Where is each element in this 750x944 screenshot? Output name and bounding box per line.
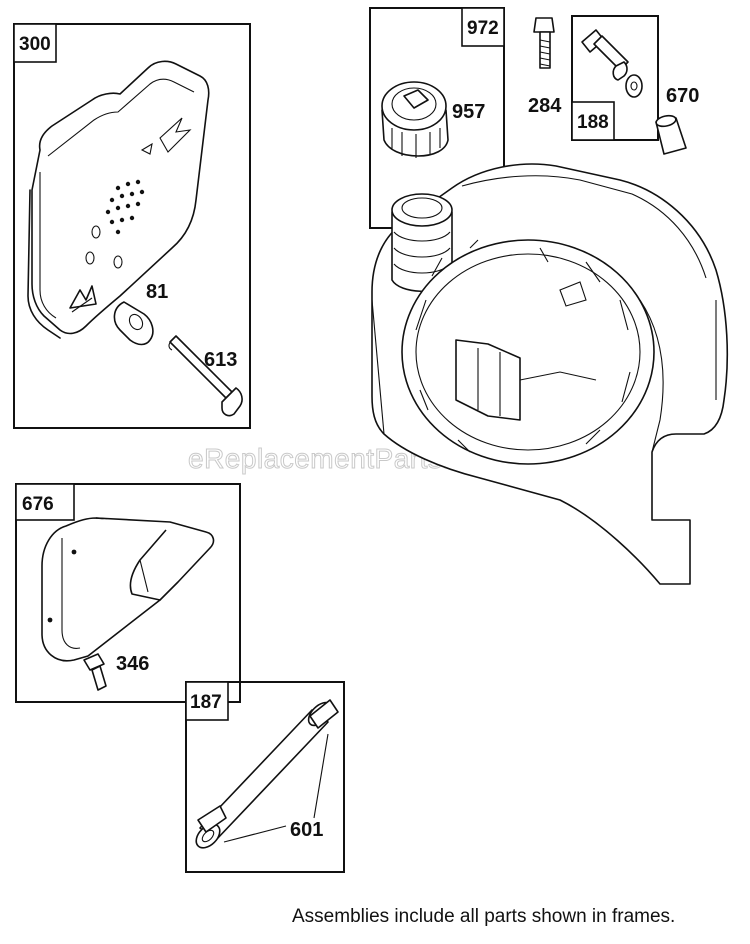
spacer-670[interactable]	[655, 114, 687, 155]
callout-81: 81	[146, 281, 168, 303]
frame-676-label: 676	[22, 494, 54, 515]
frame-188-border	[571, 15, 659, 141]
gas-cap-957[interactable]	[381, 81, 449, 158]
fuel-tank-housing[interactable]	[371, 163, 729, 585]
washer-81[interactable]	[113, 301, 154, 346]
footer-note: Assemblies include all parts shown in fr…	[292, 906, 675, 927]
frame-972-gas-cap-assembly[interactable]: 972 957	[369, 7, 505, 229]
frame-188-tag	[571, 101, 615, 141]
frame-676-border	[15, 483, 241, 703]
callout-670: 670	[666, 85, 699, 107]
frame-187-border	[185, 681, 345, 873]
bolt-188[interactable]	[581, 29, 643, 98]
frame-300-muffler-assembly[interactable]: 300	[13, 23, 251, 429]
frame-187-label: 187	[190, 692, 222, 713]
callout-957: 957	[452, 101, 485, 123]
frame-187-breather-tube-assembly[interactable]: 187 601	[185, 681, 345, 873]
frame-187-tag	[185, 681, 229, 721]
hose-clamp-upper	[309, 699, 339, 729]
callout-346: 346	[116, 653, 149, 675]
frame-676-tag	[15, 483, 75, 521]
hose-clamp-lower	[197, 805, 227, 833]
callout-613: 613	[204, 349, 237, 371]
frame-300-border	[13, 23, 251, 429]
frame-188-label: 188	[577, 112, 609, 133]
frame-972-label: 972	[467, 18, 499, 39]
leader-601-lower	[223, 825, 287, 843]
frame-676-muffler-guard-assembly[interactable]: 676 346	[15, 483, 241, 703]
frame-300-tag	[13, 23, 57, 63]
muffler-stud-613[interactable]	[168, 335, 243, 417]
callout-601: 601	[290, 819, 323, 841]
fitting-284[interactable]	[533, 17, 555, 69]
frame-300-label: 300	[19, 34, 51, 55]
muffler-guard-drawing	[41, 517, 215, 662]
muffler-drawing	[27, 60, 210, 339]
frame-972-tag	[461, 7, 505, 47]
muffler-perforations	[105, 179, 145, 235]
frame-188-bolt-assembly[interactable]: 188	[571, 15, 659, 141]
guard-screw-346[interactable]	[83, 653, 107, 691]
callout-284: 284	[528, 95, 562, 117]
leader-601-upper	[313, 733, 329, 819]
